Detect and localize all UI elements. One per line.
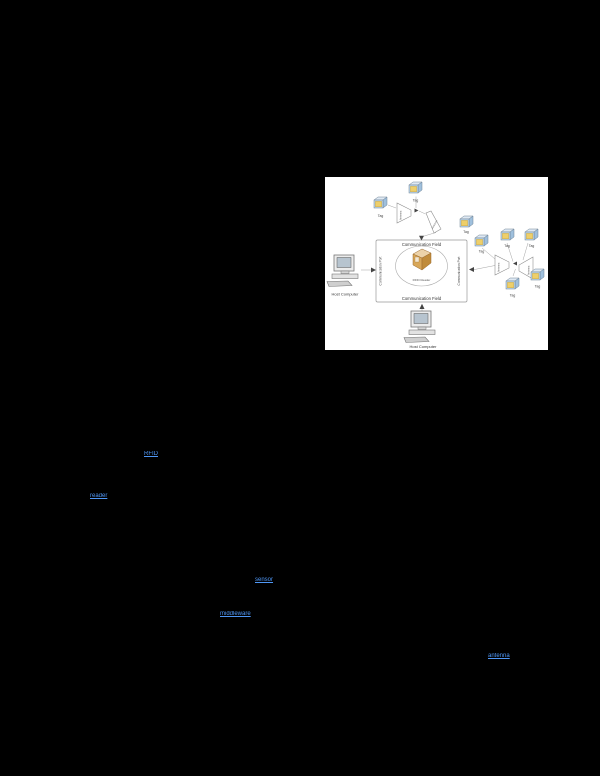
tag-icon xyxy=(524,228,539,241)
tag-icon xyxy=(373,196,388,209)
communication-field-label-top: Communication Field xyxy=(402,242,442,247)
host-computer-label-bottom: Host Computer xyxy=(410,344,438,349)
inline-hyperlink[interactable]: sensor xyxy=(255,577,274,583)
communication-port-label-left: Communication Port xyxy=(379,256,383,285)
inline-hyperlink[interactable]: antenna xyxy=(488,653,510,659)
tag-label: Tag xyxy=(378,214,384,218)
host-computer-icon xyxy=(326,254,359,287)
tag-icon xyxy=(530,268,545,281)
tag-icon xyxy=(408,181,423,194)
communication-port-label-right: Communication Port xyxy=(457,256,461,285)
host-computer-label-left: Host Computer xyxy=(332,292,360,297)
tag-label: Tag xyxy=(504,244,510,248)
antenna-label: Antenna xyxy=(498,262,501,272)
rfid-system-figure: Communication Field Communication Field … xyxy=(325,177,548,350)
rfid-reader-icon xyxy=(412,248,432,271)
tag-label: Tag xyxy=(510,294,516,298)
tag-icon xyxy=(500,228,515,241)
arrowheads xyxy=(371,208,517,309)
reader-zone-ellipse xyxy=(395,245,448,287)
rfid-system-diagram: Communication Field Communication Field … xyxy=(326,181,545,349)
tag-label: Tag xyxy=(529,244,535,248)
tags-group: Tag Tag Tag Tag Tag Tag Tag Tag xyxy=(373,181,545,298)
antenna-label: Antenna xyxy=(400,210,403,220)
tag-label: Tag xyxy=(413,199,419,203)
antenna-group xyxy=(396,202,534,280)
inline-hyperlink[interactable]: RFID xyxy=(144,451,158,457)
tag-icon xyxy=(505,277,520,290)
antenna-icon xyxy=(396,202,412,224)
communication-field-label-bottom: Communication Field xyxy=(402,296,442,301)
antenna-icon xyxy=(425,210,442,234)
inline-hyperlink[interactable]: middleware xyxy=(220,611,251,617)
antenna-label: Antenna xyxy=(528,265,531,275)
rfid-reader-label: RFID Reader xyxy=(413,278,431,282)
tag-label: Tag xyxy=(479,250,485,254)
inline-hyperlink[interactable]: reader xyxy=(90,493,108,499)
tag-icon xyxy=(474,234,489,247)
antenna-label: Antenna xyxy=(431,219,438,229)
tag-label: Tag xyxy=(535,285,541,289)
tag-icon xyxy=(459,215,474,228)
tag-label: Tag xyxy=(463,230,469,234)
host-computer-icon xyxy=(403,310,436,343)
antenna-icon xyxy=(494,254,510,276)
